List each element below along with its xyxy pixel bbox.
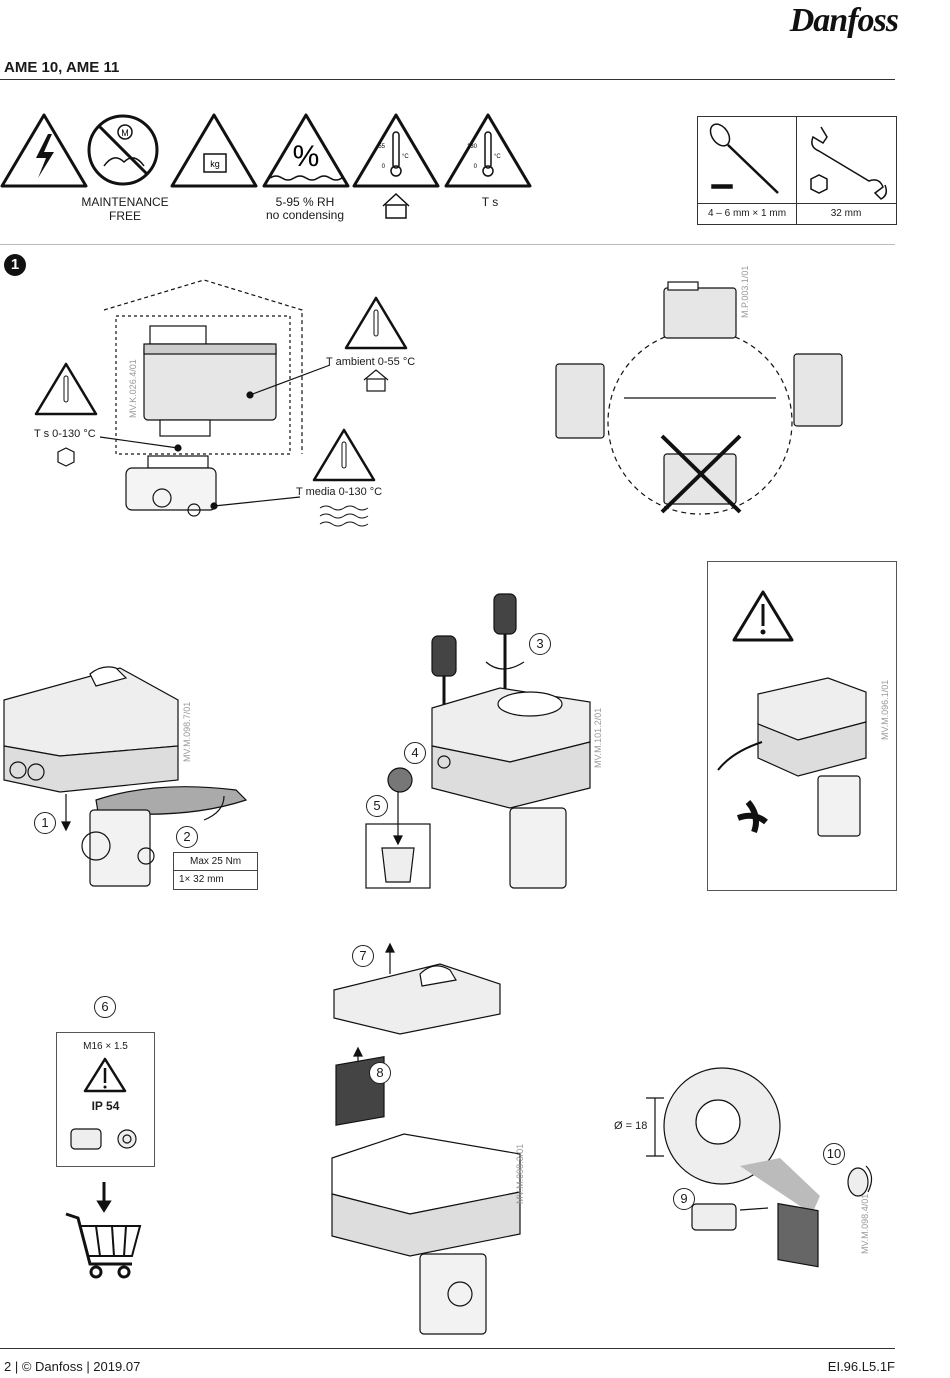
figure-ref-3: MV.M.098.7/01 bbox=[182, 701, 192, 762]
thermometer-55-icon bbox=[352, 113, 440, 188]
step-6-marker: 6 bbox=[94, 996, 116, 1018]
t-ambient-label: T ambient 0-55 °C bbox=[326, 356, 416, 368]
humidity-label-2: no condensing bbox=[265, 208, 345, 222]
caution-icon bbox=[83, 1057, 127, 1093]
ts-warning-icon bbox=[34, 362, 98, 467]
step-1-marker: 1 bbox=[34, 812, 56, 834]
electric-hazard-icon bbox=[0, 113, 88, 188]
cable-gland-spec-box: M16 × 1.5 IP 54 bbox=[56, 1032, 155, 1167]
shopping-cart-icon bbox=[65, 1182, 142, 1279]
step-5-marker: 5 bbox=[366, 795, 388, 817]
figure-ref-warning: MV.M.096.1/01 bbox=[880, 679, 890, 740]
media-warning-icon bbox=[312, 428, 376, 527]
cable-warning-panel: MV.M.096.1/01 bbox=[707, 561, 897, 891]
therm2-top: 130 bbox=[467, 144, 478, 150]
cable-gland-icon bbox=[70, 1128, 137, 1150]
gland-insertion-drawing bbox=[646, 1067, 873, 1268]
actuator-installation-drawing bbox=[34, 279, 408, 527]
step-7-marker: 7 bbox=[352, 945, 374, 967]
page-title: AME 10, AME 11 bbox=[4, 59, 120, 76]
tools-box: 4 – 6 mm × 1 mm 32 mm bbox=[697, 116, 897, 225]
t-media-label: T media 0-130 °C bbox=[296, 486, 383, 498]
humidity-icon bbox=[262, 113, 350, 188]
weight-handling-icon bbox=[170, 113, 258, 188]
step-3-marker: 3 bbox=[529, 633, 551, 655]
torque-value: Max 25 Nm bbox=[174, 853, 257, 871]
footer-left: 2 | © Danfoss | 2019.07 bbox=[4, 1359, 141, 1374]
therm1-unit: °C bbox=[402, 154, 409, 160]
warning-icon bbox=[717, 590, 867, 837]
therm2-unit: °C bbox=[494, 154, 501, 160]
step-8-marker: 8 bbox=[369, 1062, 391, 1084]
footer-divider bbox=[0, 1348, 895, 1349]
figure-ref-2: M.P.003.1/01 bbox=[740, 265, 750, 318]
kg-symbol: kg bbox=[210, 159, 220, 169]
section-divider bbox=[0, 244, 895, 245]
danfoss-logo: Danfoss bbox=[789, 2, 899, 39]
torque-spec-box: Max 25 Nm 1× 32 mm bbox=[173, 852, 258, 890]
screwdriver-size: 4 – 6 mm × 1 mm bbox=[707, 208, 787, 219]
hole-diameter: Ø = 18 bbox=[614, 1120, 648, 1132]
step-2-marker: 2 bbox=[176, 826, 198, 848]
wrench-icon bbox=[810, 126, 888, 200]
cover-opening-drawing bbox=[365, 593, 591, 889]
therm2-bottom: 0 bbox=[474, 164, 478, 170]
humidity-label-1: 5-95 % RH bbox=[275, 195, 335, 209]
step-4-marker: 4 bbox=[404, 742, 426, 764]
wrench-spec: 1× 32 mm bbox=[179, 874, 224, 885]
mounting-orientation-drawing bbox=[555, 281, 843, 515]
footer-doc-code: EI.96.L5.1F bbox=[827, 1359, 895, 1374]
thermometer-130-icon bbox=[444, 113, 532, 188]
step-9-marker: 9 bbox=[673, 1188, 695, 1210]
figure-ref-6: MV.M.098.4/01 bbox=[860, 1193, 870, 1254]
figure-ref-4: MV.M.101.2/01 bbox=[593, 707, 603, 768]
actuator-mounting-drawing bbox=[3, 666, 248, 887]
ip-rating: IP 54 bbox=[91, 1099, 120, 1113]
maintenance-free-label: MAINTENANCE FREE bbox=[81, 195, 169, 223]
indoor-house-icon bbox=[382, 192, 410, 219]
therm1-bottom: 0 bbox=[382, 164, 386, 170]
figure-ref-1: MV.K.026.4/01 bbox=[128, 359, 138, 418]
percent-symbol: % bbox=[293, 140, 320, 173]
therm1-top: 55 bbox=[378, 144, 385, 150]
step-10-marker: 10 bbox=[823, 1143, 845, 1165]
thread-size: M16 × 1.5 bbox=[83, 1041, 128, 1052]
icon-row: M kg % 55 °C 0 130 °C 0 bbox=[0, 113, 532, 219]
ts-label: T s bbox=[481, 195, 499, 209]
section-number: 1 bbox=[4, 254, 26, 276]
cover-removal-drawing bbox=[331, 942, 521, 1335]
screwdriver-icon bbox=[709, 123, 779, 194]
figure-ref-5: MV.M.098.3/01 bbox=[515, 1143, 525, 1204]
no-maintenance-icon bbox=[87, 114, 159, 186]
m-symbol: M bbox=[121, 128, 129, 138]
header-divider bbox=[0, 79, 895, 80]
wrench-size: 32 mm bbox=[830, 208, 862, 219]
ambient-warning-icon bbox=[344, 296, 408, 392]
ts-range-label: T s 0-130 °C bbox=[34, 428, 96, 440]
